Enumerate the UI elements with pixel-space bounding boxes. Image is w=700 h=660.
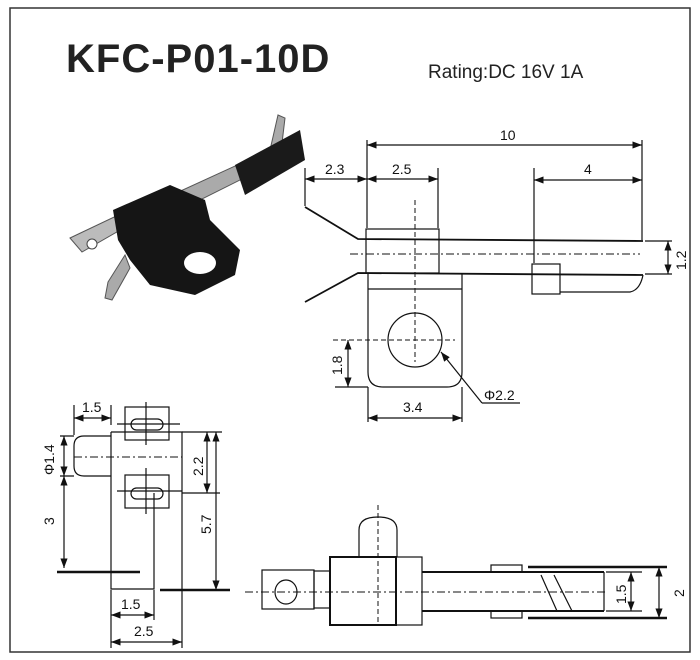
dim-inner: 1.5 bbox=[613, 584, 629, 604]
dim-thick: 1.2 bbox=[673, 250, 689, 270]
dim-tip: 4 bbox=[584, 161, 592, 177]
dim-body-width: 2.5 bbox=[134, 623, 154, 639]
product-photo bbox=[69, 114, 305, 301]
dim-lead: 2.3 bbox=[325, 161, 345, 177]
dim-total: 10 bbox=[500, 127, 516, 143]
frame bbox=[9, 7, 691, 653]
dim-block: 2.5 bbox=[392, 161, 412, 177]
dim-offset: 1.5 bbox=[82, 399, 102, 415]
top-view: 1.5 2 bbox=[245, 505, 687, 626]
rating-label: Rating:DC 16V 1A bbox=[428, 62, 584, 83]
dim-outer: 2 bbox=[671, 589, 687, 597]
end-view: 1.5 Φ1.4 3 2.2 5.7 1.5 2.5 bbox=[41, 399, 230, 648]
dim-hole-dia: Φ2.2 bbox=[484, 387, 515, 403]
dim-total-height: 5.7 bbox=[198, 514, 214, 534]
product-title: KFC-P01-10D bbox=[66, 37, 330, 81]
dim-slot-pitch: 2.2 bbox=[190, 456, 206, 476]
dim-hole-pos: 1.8 bbox=[329, 355, 345, 375]
dim-pin-height: 3 bbox=[41, 517, 57, 525]
dim-tab-width: 3.4 bbox=[403, 399, 423, 415]
side-view: 10 2.3 2.5 4 3.4 Φ2.2 1.8 1.2 bbox=[304, 127, 689, 422]
dim-leg-width: 1.5 bbox=[121, 596, 141, 612]
dim-pin-dia: Φ1.4 bbox=[41, 444, 57, 475]
